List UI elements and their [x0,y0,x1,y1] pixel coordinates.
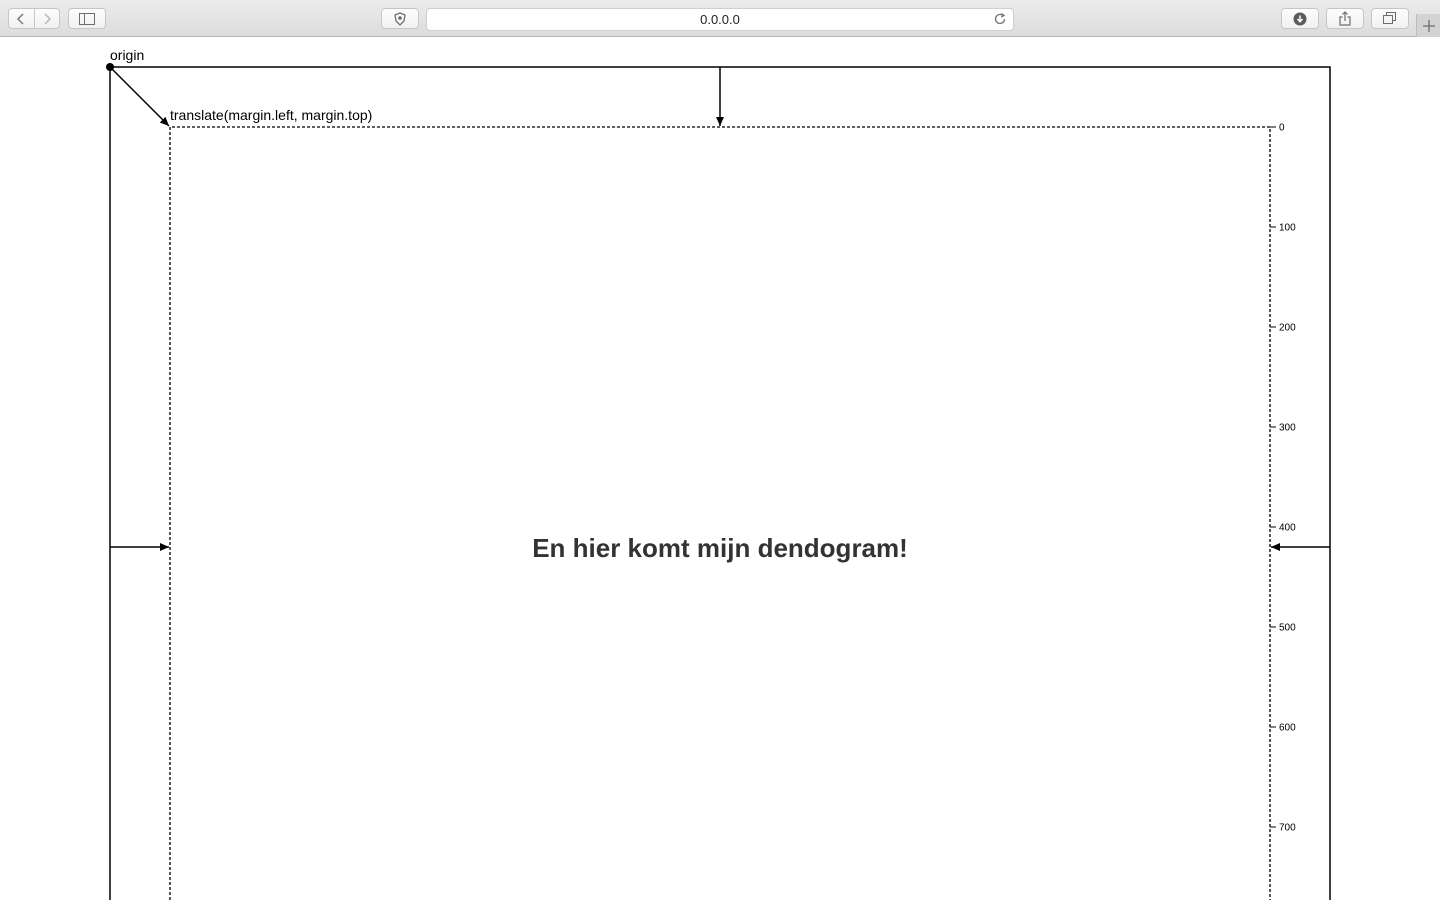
y-axis: 0 100 200 300 400 500 600 700 [1270,123,1296,834]
downloads-button[interactable] [1281,8,1319,29]
axis-tick-label: 400 [1279,523,1296,534]
axis-tick-label: 500 [1279,623,1296,634]
share-icon [1339,11,1351,26]
shield-icon [394,11,406,26]
address-bar[interactable]: 0.0.0.0 [426,8,1014,31]
plus-icon [1422,19,1435,32]
translate-label: translate(margin.left, margin.top) [170,107,373,123]
inner-dashed-frame [169,126,1271,900]
sidebar-button[interactable] [68,8,106,29]
axis-tick-label: 600 [1279,723,1296,734]
share-button[interactable] [1326,8,1364,29]
url-text: 0.0.0.0 [700,12,740,27]
chevron-right-icon [44,12,51,25]
axis-tick-label: 700 [1279,823,1296,834]
axis-tick-label: 200 [1279,323,1296,334]
reload-button[interactable] [993,12,1007,29]
new-tab-button[interactable] [1416,14,1440,37]
axis-tick-label: 100 [1279,223,1296,234]
tabs-icon [1383,12,1396,24]
origin-label: origin [110,47,145,63]
page-content: 0 100 200 300 400 500 600 700 origin translate(… [0,37,1440,900]
sidebar-icon [79,12,95,25]
back-button[interactable] [9,9,34,28]
axis-tick-label: 300 [1279,423,1296,434]
outer-frame [109,66,1331,900]
chevron-left-icon [17,12,24,25]
page-heading: En hier komt mijn dendogram! [532,533,908,563]
forward-button[interactable] [33,9,60,28]
tabs-overview-button[interactable] [1371,8,1409,29]
navigation-buttons [8,8,60,29]
translate-arrow [109,66,170,127]
privacy-button[interactable] [381,8,419,29]
reload-icon [994,12,1006,25]
browser-toolbar: 0.0.0.0 [0,0,1440,37]
axis-tick-label: 0 [1279,123,1285,134]
download-icon [1293,12,1307,25]
margin-diagram: 0 100 200 300 400 500 600 700 [106,63,1331,900]
